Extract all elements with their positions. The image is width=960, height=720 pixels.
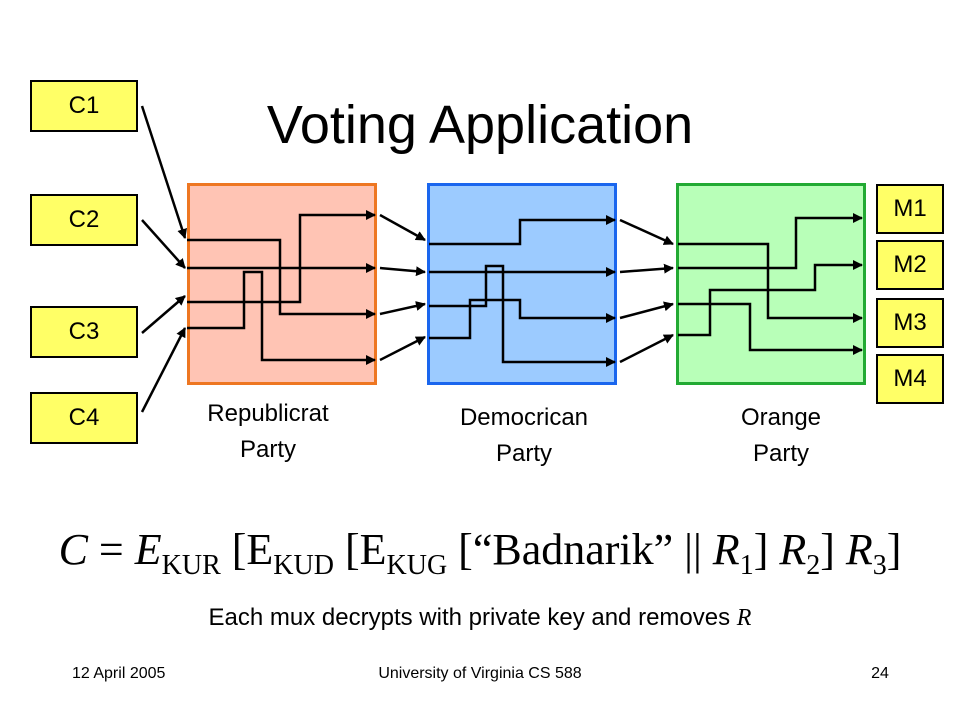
output-box-m4: M4: [876, 354, 944, 404]
democrican-party-line1: Democrican: [459, 404, 589, 431]
formula-r3-index: 3: [872, 550, 887, 581]
mux-caption-var: R: [736, 605, 752, 631]
input-box-c2: C2: [30, 194, 138, 246]
encryption-formula: C = EKUR [EKUD [EKUG [“Badnarik” || R1] …: [0, 522, 960, 581]
wire-rd-4: [379, 335, 426, 362]
wire-or-1: [678, 242, 863, 323]
republicrat-party-line1: Republicrat: [207, 400, 329, 427]
formula-close-3: ]: [886, 525, 902, 574]
wire-do-3: [619, 301, 674, 320]
formula-e: E: [134, 525, 162, 574]
formula-bracket-1: [E: [220, 525, 274, 574]
wire-do-2: [619, 263, 674, 274]
footer-page-number: 24: [871, 665, 889, 682]
input-box-c1: C1: [30, 80, 138, 132]
formula-key-kur: KUR: [161, 550, 221, 581]
formula-r-1: R: [712, 525, 740, 574]
republicrat-party-line2: Party: [239, 436, 296, 463]
footer-course: University of Virginia CS 588: [378, 665, 582, 682]
mux-caption: Each mux decrypts with private key and r…: [0, 602, 960, 634]
wire-c4-in: [140, 327, 187, 413]
formula-concat: ||: [673, 525, 713, 574]
mux-caption-text: Each mux decrypts with private key and r…: [208, 604, 731, 631]
wire-or-2: [678, 213, 863, 270]
orange-party-label: Orange Party: [681, 400, 881, 472]
wire-rep-1: [187, 238, 376, 319]
formula-key-kug: KUG: [386, 550, 448, 581]
formula-close-1: ]: [753, 525, 780, 574]
output-box-m3: M3: [876, 298, 944, 348]
formula-r2-index: 2: [806, 550, 821, 581]
formula-close-2: ]: [820, 525, 846, 574]
output-box-m2: M2: [876, 240, 944, 290]
orange-mix-box: [676, 183, 866, 385]
slide-title: Voting Application: [266, 95, 694, 155]
wire-do-4: [619, 333, 674, 364]
formula-r1-index: 1: [739, 550, 754, 581]
democrican-party-label: Democrican Party: [424, 400, 624, 472]
formula-open: [: [447, 525, 473, 574]
formula-key-kud: KUD: [273, 550, 334, 581]
wire-or-3: [678, 302, 863, 355]
wire-dem-3: [429, 264, 616, 367]
democrican-mix-box: [427, 183, 617, 385]
wire-do-1: [619, 218, 674, 246]
republicrat-mix-box: [187, 183, 377, 385]
orange-party-line1: Orange: [740, 404, 822, 431]
formula-message: “Badnarik”: [472, 525, 674, 574]
output-box-m1: M1: [876, 184, 944, 234]
wire-rd-1: [379, 213, 426, 242]
wire-c2-in: [141, 219, 186, 269]
formula-r-2: R: [779, 525, 807, 574]
wire-dem-1: [429, 215, 616, 246]
wire-c3-in: [141, 295, 186, 334]
input-box-c3: C3: [30, 306, 138, 358]
wire-or-4: [678, 260, 863, 337]
formula-c: C: [58, 525, 88, 574]
formula-equals: =: [87, 525, 135, 574]
formula-bracket-2: [E: [333, 525, 387, 574]
input-box-c4: C4: [30, 392, 138, 444]
footer-date: 12 April 2005: [72, 665, 166, 682]
wire-rd-2: [379, 266, 426, 277]
orange-party-line2: Party: [752, 440, 809, 467]
wire-dem-4: [429, 298, 616, 340]
formula-r-3: R: [845, 525, 873, 574]
republicrat-party-label: Republicrat Party: [168, 396, 368, 468]
wire-rd-3: [379, 301, 426, 316]
wire-rep-4: [187, 270, 376, 365]
wire-c1-in: [140, 105, 187, 239]
democrican-party-line2: Party: [495, 440, 552, 467]
